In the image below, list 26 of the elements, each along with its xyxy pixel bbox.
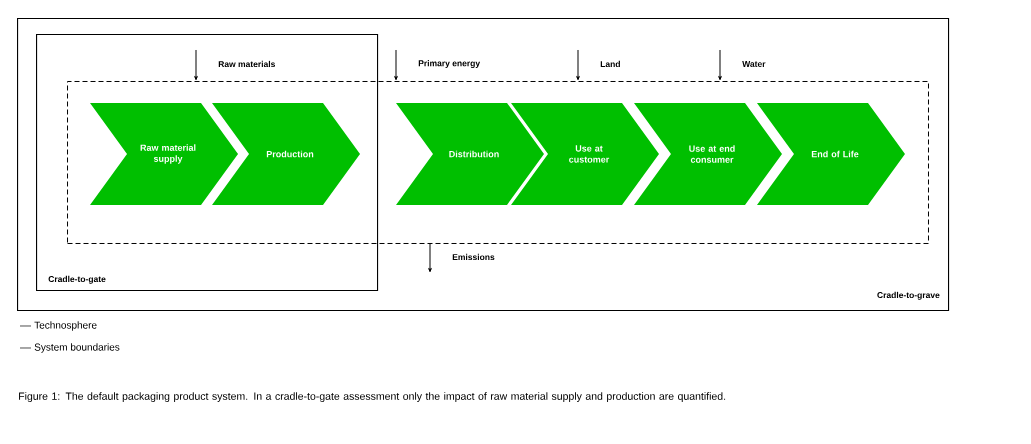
process-step: Use at end consumer [634,103,782,205]
edge-label: Primary energy [418,60,481,68]
edge-label: Water [742,61,766,67]
process-step: Production [212,103,360,205]
arrow [394,49,398,81]
edge-label: Emissions [452,253,495,261]
node-label: Production [266,150,314,158]
dashed-boundary-box [67,81,929,244]
process-step: Raw material supply [90,103,238,205]
legend-text: Technosphere [34,321,97,331]
arrow [718,49,722,81]
process-step: End of Life [757,103,905,205]
arrow [576,49,580,81]
caption: Figure 1: The default packaging product system. In a cradle-to-gate assessment only the impact of raw material supply and production are quantified. [19,392,726,402]
arrow [428,243,432,273]
edge-label: Raw materials [218,60,275,68]
node-label: Use at customer [569,145,610,163]
node-label: Raw material supply [140,144,196,164]
edge-label: Land [600,60,620,68]
process-step: Use at customer [511,103,659,205]
node-label: Use at end consumer [689,145,735,163]
legend-text: System boundaries [34,343,120,353]
process-step: Distribution [396,103,544,205]
node-label: End of Life [811,150,859,158]
arrow [194,49,198,81]
node-label: Distribution [449,150,499,158]
